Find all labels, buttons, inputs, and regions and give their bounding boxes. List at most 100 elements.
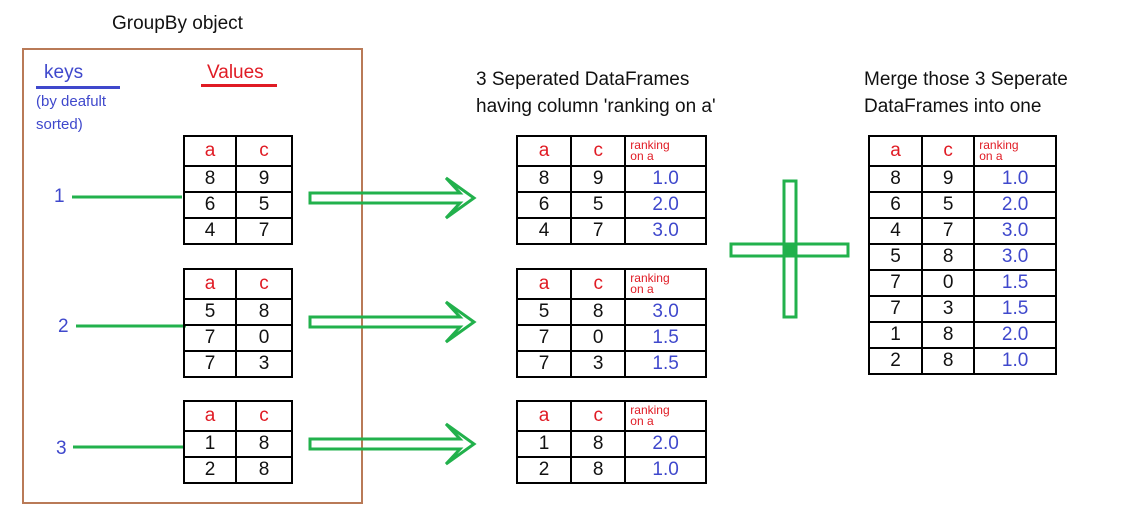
cell-c: 9 [921, 165, 976, 193]
ranking-header-line2: on a [630, 414, 654, 428]
cell-a: 8 [183, 165, 237, 193]
header-c: c [570, 135, 627, 167]
cell-a: 4 [867, 217, 924, 245]
cell-a: 7 [867, 295, 924, 323]
cell-ranking: 1.5 [973, 295, 1057, 323]
cell-ranking: 2.0 [624, 191, 707, 219]
group-key-3: 3 [56, 438, 67, 459]
cell-c: 0 [570, 324, 627, 352]
ranking-header-line1: ranking [630, 271, 670, 285]
keys-label: keys [44, 62, 84, 83]
cell-c: 8 [235, 456, 293, 484]
cell-a: 5 [515, 298, 573, 326]
cell-c: 5 [921, 191, 976, 219]
cell-c: 9 [235, 165, 293, 193]
cell-a: 7 [515, 350, 573, 378]
header-a: a [183, 268, 237, 300]
cell-c: 3 [921, 295, 976, 323]
cell-a: 7 [515, 324, 573, 352]
cell-ranking: 1.5 [973, 269, 1057, 297]
cell-a: 8 [515, 165, 573, 193]
groupby-title: GroupBy object [112, 13, 243, 34]
group-key-1: 1 [54, 186, 65, 207]
merged-heading-line2: DataFrames into one [864, 96, 1042, 117]
ranking-header-line1: ranking [630, 138, 670, 152]
sorted-note-line1: (by deafult [36, 93, 107, 110]
cell-a: 5 [183, 298, 237, 326]
group-key-2: 2 [58, 316, 69, 337]
header-a: a [867, 135, 924, 167]
cell-c: 3 [570, 350, 627, 378]
ranking-header-line1: ranking [979, 138, 1019, 152]
cell-ranking: 2.0 [973, 321, 1057, 349]
cell-c: 8 [921, 347, 976, 375]
arrow-2 [308, 300, 477, 344]
separated-heading-line2: having column 'ranking on a' [476, 96, 716, 117]
header-a: a [183, 135, 237, 167]
cell-a: 4 [183, 217, 237, 245]
header-a: a [183, 400, 237, 432]
ranking-header-line1: ranking [630, 403, 670, 417]
cell-ranking: 3.0 [973, 217, 1057, 245]
cell-ranking: 3.0 [973, 243, 1057, 271]
cell-a: 2 [867, 347, 924, 375]
cell-ranking: 1.0 [973, 347, 1057, 375]
values-underline [201, 84, 277, 87]
cell-c: 8 [235, 430, 293, 458]
cell-c: 8 [921, 243, 976, 271]
header-c: c [921, 135, 976, 167]
cell-c: 7 [235, 217, 293, 245]
sorted-note-line2: sorted) [36, 116, 83, 133]
sorted-note: (by deafult sorted) [36, 90, 106, 136]
header-c: c [235, 400, 293, 432]
cell-c: 8 [570, 456, 627, 484]
cell-c: 8 [235, 298, 293, 326]
cell-c: 9 [570, 165, 627, 193]
cell-c: 8 [921, 321, 976, 349]
header-a: a [515, 268, 573, 300]
merged-heading: Merge those 3 Seperate DataFrames into o… [864, 66, 1068, 120]
cell-a: 7 [867, 269, 924, 297]
cell-ranking: 1.0 [624, 456, 707, 484]
cell-a: 4 [515, 217, 573, 245]
header-a: a [515, 400, 573, 432]
cell-c: 8 [570, 298, 627, 326]
cell-a: 7 [183, 350, 237, 378]
groupby-frame [22, 48, 363, 504]
cell-a: 2 [515, 456, 573, 484]
cell-a: 2 [183, 456, 237, 484]
plus-icon [729, 179, 850, 319]
cell-a: 5 [867, 243, 924, 271]
cell-c: 3 [235, 350, 293, 378]
cell-c: 7 [570, 217, 627, 245]
cell-c: 5 [570, 191, 627, 219]
header-c: c [570, 400, 627, 432]
cell-a: 1 [183, 430, 237, 458]
cell-ranking: 1.0 [973, 165, 1057, 193]
cell-c: 7 [921, 217, 976, 245]
cell-a: 1 [867, 321, 924, 349]
cell-ranking: 3.0 [624, 298, 707, 326]
